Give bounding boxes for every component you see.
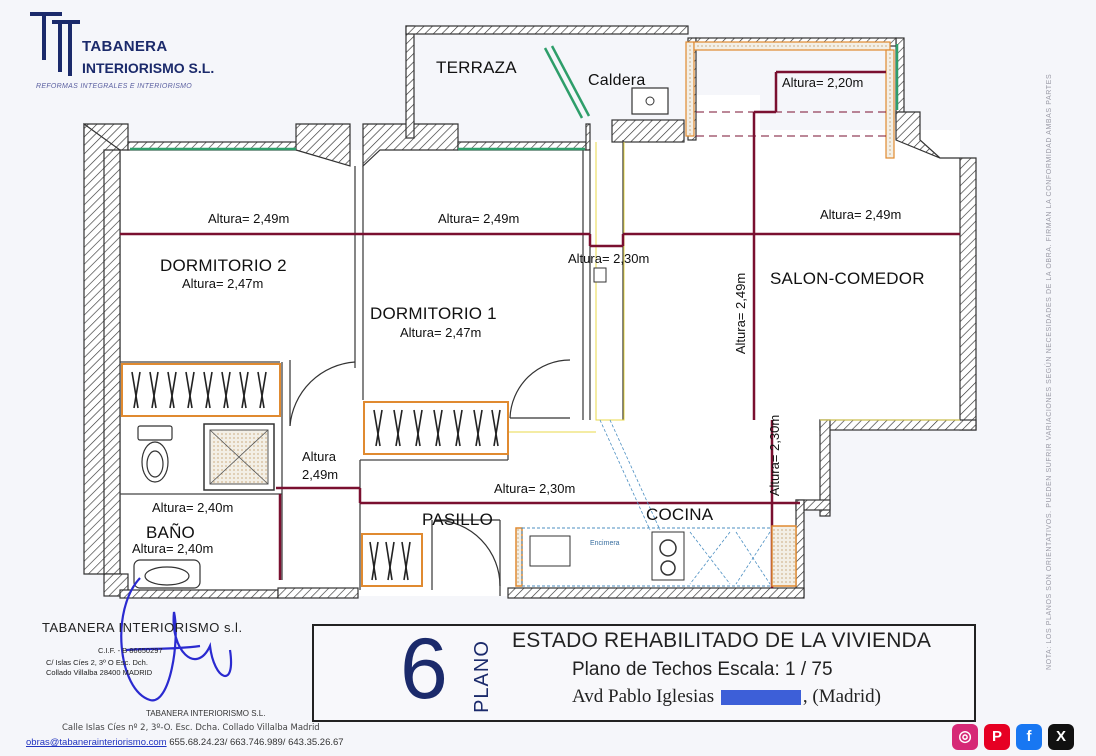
wardrobe-dorm1 bbox=[363, 401, 509, 455]
boiler bbox=[631, 87, 669, 115]
height-bano: Altura= 2,40m bbox=[132, 541, 214, 556]
address-street: Avd Pablo Iglesias bbox=[572, 686, 715, 707]
shower-tray bbox=[203, 423, 275, 491]
room-pasillo: PASILLO bbox=[422, 510, 494, 529]
plan-subtitle: Plano de Techos Escala: 1 / 75 bbox=[572, 659, 833, 680]
email-link[interactable]: obras@tabanerainteriorismo.com bbox=[26, 737, 167, 748]
room-dormitorio-2: DORMITORIO 2 bbox=[160, 256, 287, 275]
washbasin bbox=[133, 559, 201, 589]
wardrobe-hall bbox=[361, 533, 423, 587]
interior-walls bbox=[120, 140, 624, 596]
stamp-cif: C.I.F. - B 86650297 bbox=[98, 646, 163, 655]
stamp-city: Collado Villalba 28400 MADRID bbox=[46, 668, 153, 677]
redaction-block bbox=[720, 690, 801, 706]
height-bano-top: Altura= 2,40m bbox=[152, 500, 234, 515]
wardrobe-dorm2 bbox=[121, 363, 281, 417]
brand-name-line2: INTERIORISMO S.L. bbox=[82, 60, 215, 76]
phone-numbers: 655.68.24.23/ 663.746.989/ 643.35.26.67 bbox=[169, 737, 344, 748]
height-pasillo: Altura= 2,30m bbox=[494, 481, 576, 496]
instagram-icon[interactable]: ◎ bbox=[952, 724, 978, 750]
toilet bbox=[137, 425, 173, 483]
height-dorm2: Altura= 2,47m bbox=[182, 276, 264, 291]
terrace-partition bbox=[685, 41, 895, 159]
kitchen-counter bbox=[515, 419, 797, 587]
height-terraza: Altura= 2,20m bbox=[782, 75, 864, 90]
company-logo-mark bbox=[30, 12, 80, 76]
stamp-company-name: TABANERA INTERIORISMO s.l. bbox=[42, 620, 243, 635]
title-block bbox=[312, 624, 976, 722]
height-dorm1-top: Altura= 2,49m bbox=[438, 211, 520, 226]
room-salon-comedor: SALON-COMEDOR bbox=[770, 269, 925, 288]
room-dormitorio-1: DORMITORIO 1 bbox=[370, 304, 497, 323]
label-encimera: Encimera bbox=[590, 540, 620, 547]
plan-title: ESTADO REHABILITADO DE LA VIVIENDA bbox=[512, 629, 932, 652]
interior-floor bbox=[120, 95, 960, 596]
brand-tagline: REFORMAS INTEGRALES E INTERIORISMO bbox=[36, 83, 193, 90]
height-salon-vertical: Altura= 2,49m bbox=[733, 272, 749, 355]
footer-contact: obras@tabanerainteriorismo.com 655.68.24… bbox=[26, 737, 344, 748]
height-dorm2-top: Altura= 2,49m bbox=[208, 211, 290, 226]
height-cocina-vertical: Altura= 2,30m bbox=[767, 414, 783, 497]
downpipe bbox=[593, 267, 607, 283]
stamp-address: C/ Islas Cíes 2, 3º O Esc. Dch. bbox=[46, 658, 148, 667]
room-bano: BAÑO bbox=[146, 523, 195, 542]
x-icon[interactable]: X bbox=[1048, 724, 1074, 750]
height-hall-left-2: 2,49m bbox=[302, 467, 339, 482]
plan-label: PLANO bbox=[470, 640, 493, 713]
side-note: NOTA: LOS PLANOS SON ORIENTATIVOS. PUEDE… bbox=[1046, 73, 1053, 670]
doors bbox=[289, 359, 571, 587]
room-terraza: TERRAZA bbox=[436, 58, 517, 77]
height-hall-left-1: Altura bbox=[302, 449, 336, 464]
footer-stamp-name: TABANERA INTERIORISMO S.L. bbox=[146, 709, 266, 718]
height-hall-top: Altura= 2,30m bbox=[568, 251, 650, 266]
room-cocina: COCINA bbox=[646, 505, 714, 524]
footer-address: Calle Islas Cíes nº 2, 3º-O. Esc. Dcha. … bbox=[62, 723, 320, 733]
room-caldera: Caldera bbox=[588, 72, 646, 89]
height-salon-top: Altura= 2,49m bbox=[820, 207, 902, 222]
plan-number: 6 bbox=[400, 621, 448, 717]
plan-address: Avd Pablo Iglesias , (Madrid) bbox=[572, 686, 881, 708]
brand-name-line1: TABANERA bbox=[82, 38, 168, 55]
signature bbox=[120, 577, 233, 702]
address-city: , (Madrid) bbox=[802, 686, 881, 707]
height-dorm1: Altura= 2,47m bbox=[400, 325, 482, 340]
facebook-icon[interactable]: f bbox=[1016, 724, 1042, 750]
pinterest-icon[interactable]: P bbox=[984, 724, 1010, 750]
exterior-walls bbox=[83, 25, 977, 599]
